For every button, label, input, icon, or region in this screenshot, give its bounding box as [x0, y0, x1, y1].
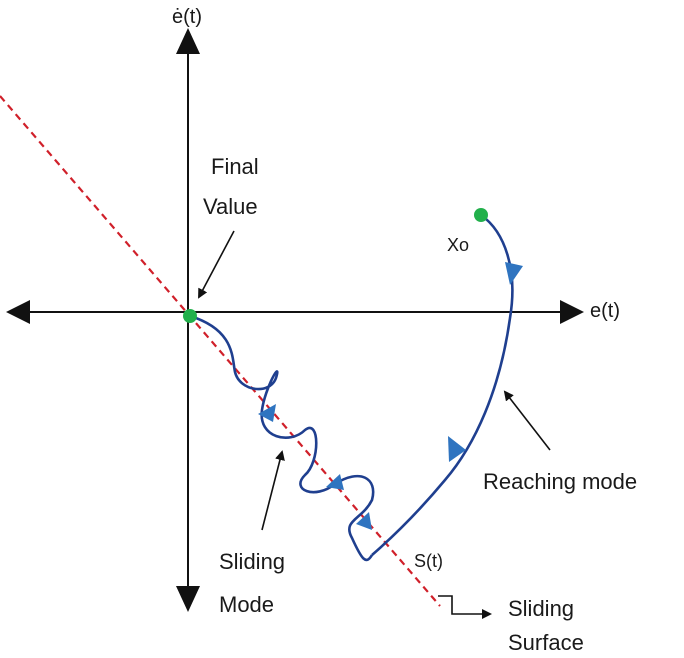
sliding-arrow-1 [258, 404, 276, 422]
initial-state-point [474, 208, 488, 222]
sliding-surface-line [0, 95, 441, 607]
y-axis-bottom-arrow [176, 586, 200, 612]
sliding-mode-label-line2: Mode [219, 592, 275, 617]
reaching-arrow-2 [448, 436, 466, 462]
sliding-surface-label-line2: Surface [508, 630, 584, 655]
reaching-mode-label: Reaching mode [483, 469, 638, 494]
reaching-arrow-1 [505, 262, 523, 285]
final-value-point [183, 309, 197, 323]
sliding-function-label: S(t) [414, 551, 443, 571]
final-value-label-line2: Value [203, 194, 258, 219]
final-value-pointer [198, 230, 235, 299]
sliding-surface-label-line1: Sliding [508, 596, 575, 621]
reaching-mode-pointer [503, 390, 551, 451]
x-axis [6, 300, 584, 324]
sliding-mode-label-line1: Sliding [219, 549, 286, 574]
sliding-trajectory [189, 314, 375, 562]
reaching-trajectory [371, 213, 514, 556]
y-axis-label: ė(t) [172, 6, 202, 28]
sliding-arrow-2 [326, 474, 344, 490]
final-value-label-line1: Final [211, 154, 259, 179]
x-axis-label: e(t) [590, 300, 620, 322]
sliding-arrow-3 [356, 512, 372, 530]
x-axis-left-arrow [6, 300, 30, 324]
y-axis-top-arrow [176, 28, 200, 54]
initial-state-label: Xo [447, 235, 470, 255]
x-axis-right-arrow [560, 300, 584, 324]
sliding-surface-pointer [438, 595, 492, 619]
sliding-mode-pointer [261, 450, 285, 531]
